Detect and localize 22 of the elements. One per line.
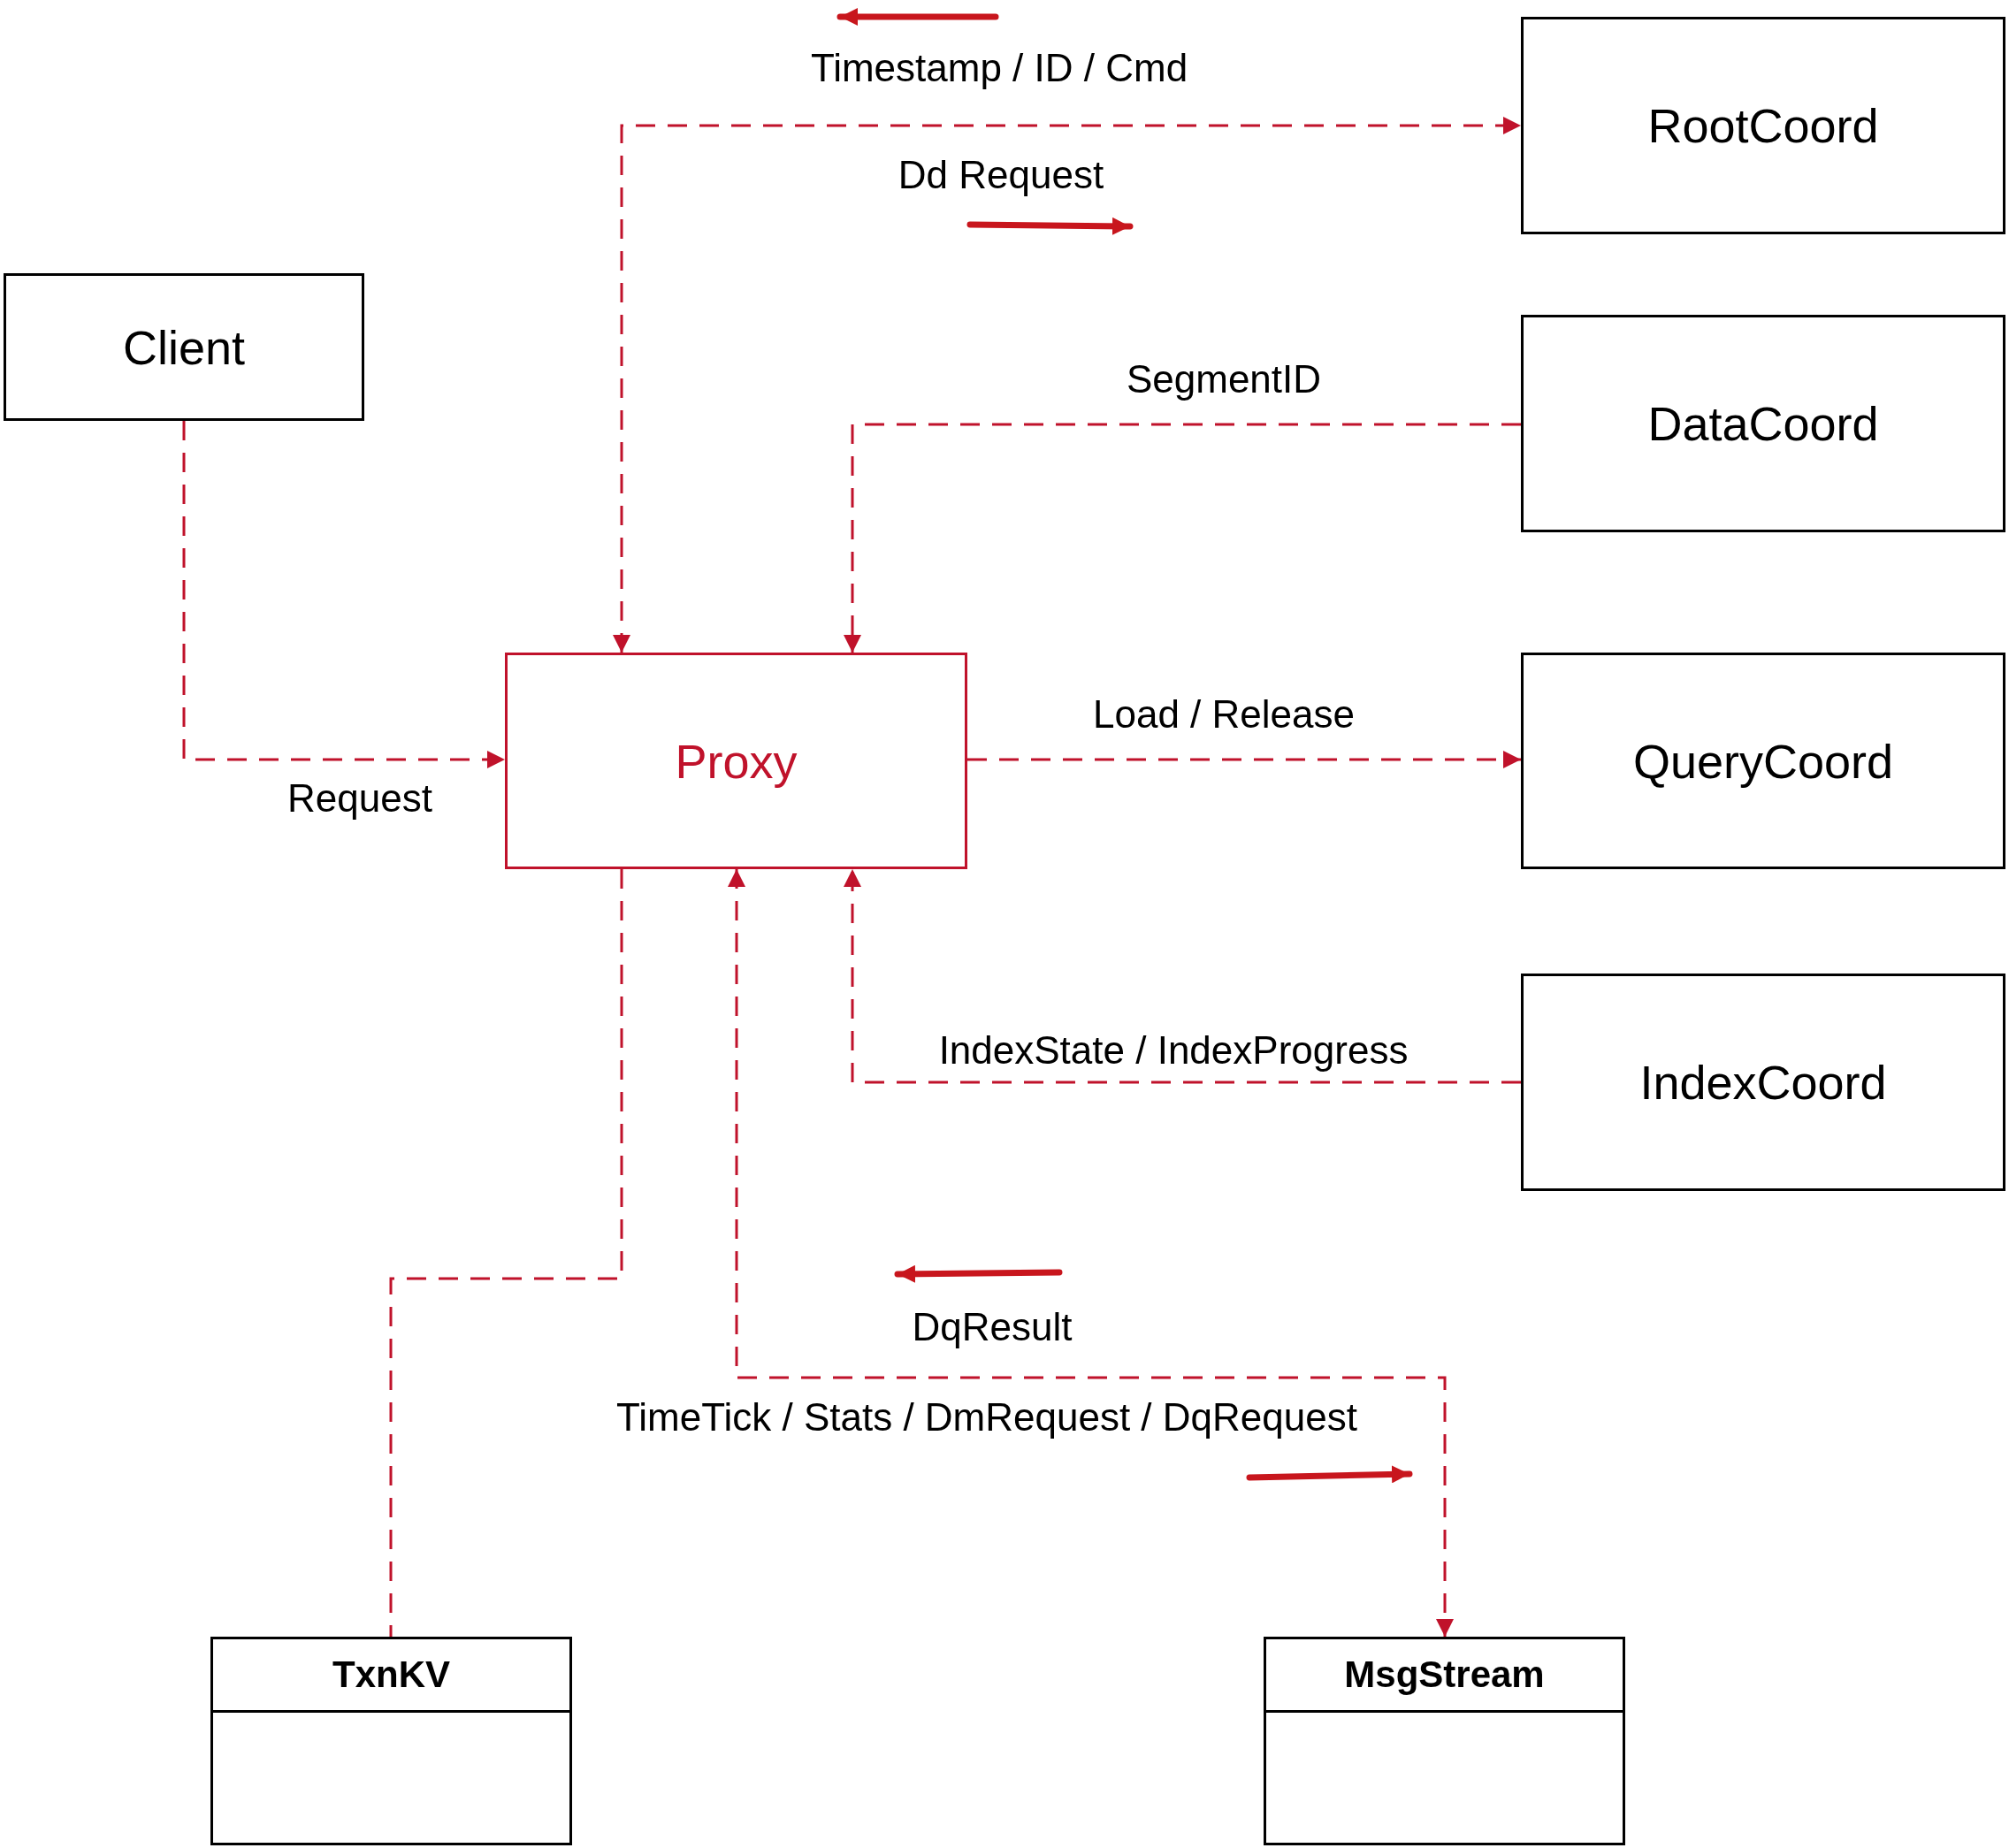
node-label: Proxy bbox=[675, 733, 798, 789]
node-title: MsgStream bbox=[1344, 1653, 1545, 1696]
process-box bbox=[4, 273, 364, 421]
node-label: IndexCoord bbox=[1639, 1055, 1887, 1110]
process-box bbox=[1521, 17, 2005, 234]
node-label: Client bbox=[122, 319, 246, 375]
process-box bbox=[1521, 315, 2005, 532]
node-label: DataCoord bbox=[1647, 396, 1879, 451]
table-box bbox=[1264, 1637, 1625, 1845]
connector-arrow bbox=[967, 751, 1521, 768]
connector-arrow bbox=[182, 421, 505, 768]
connector-arrow bbox=[844, 869, 1521, 1084]
table-box bbox=[210, 1637, 572, 1845]
node-label: RootCoord bbox=[1647, 98, 1879, 153]
connector-arrow bbox=[613, 117, 1521, 653]
node-label: QueryCoord bbox=[1632, 733, 1894, 789]
connector-arrow bbox=[728, 869, 1454, 1637]
node-title: TxnKV bbox=[332, 1653, 450, 1696]
process-box bbox=[1521, 974, 2005, 1191]
connector-arrow bbox=[844, 423, 1521, 653]
process-box bbox=[505, 653, 967, 869]
process-box bbox=[1521, 653, 2005, 869]
